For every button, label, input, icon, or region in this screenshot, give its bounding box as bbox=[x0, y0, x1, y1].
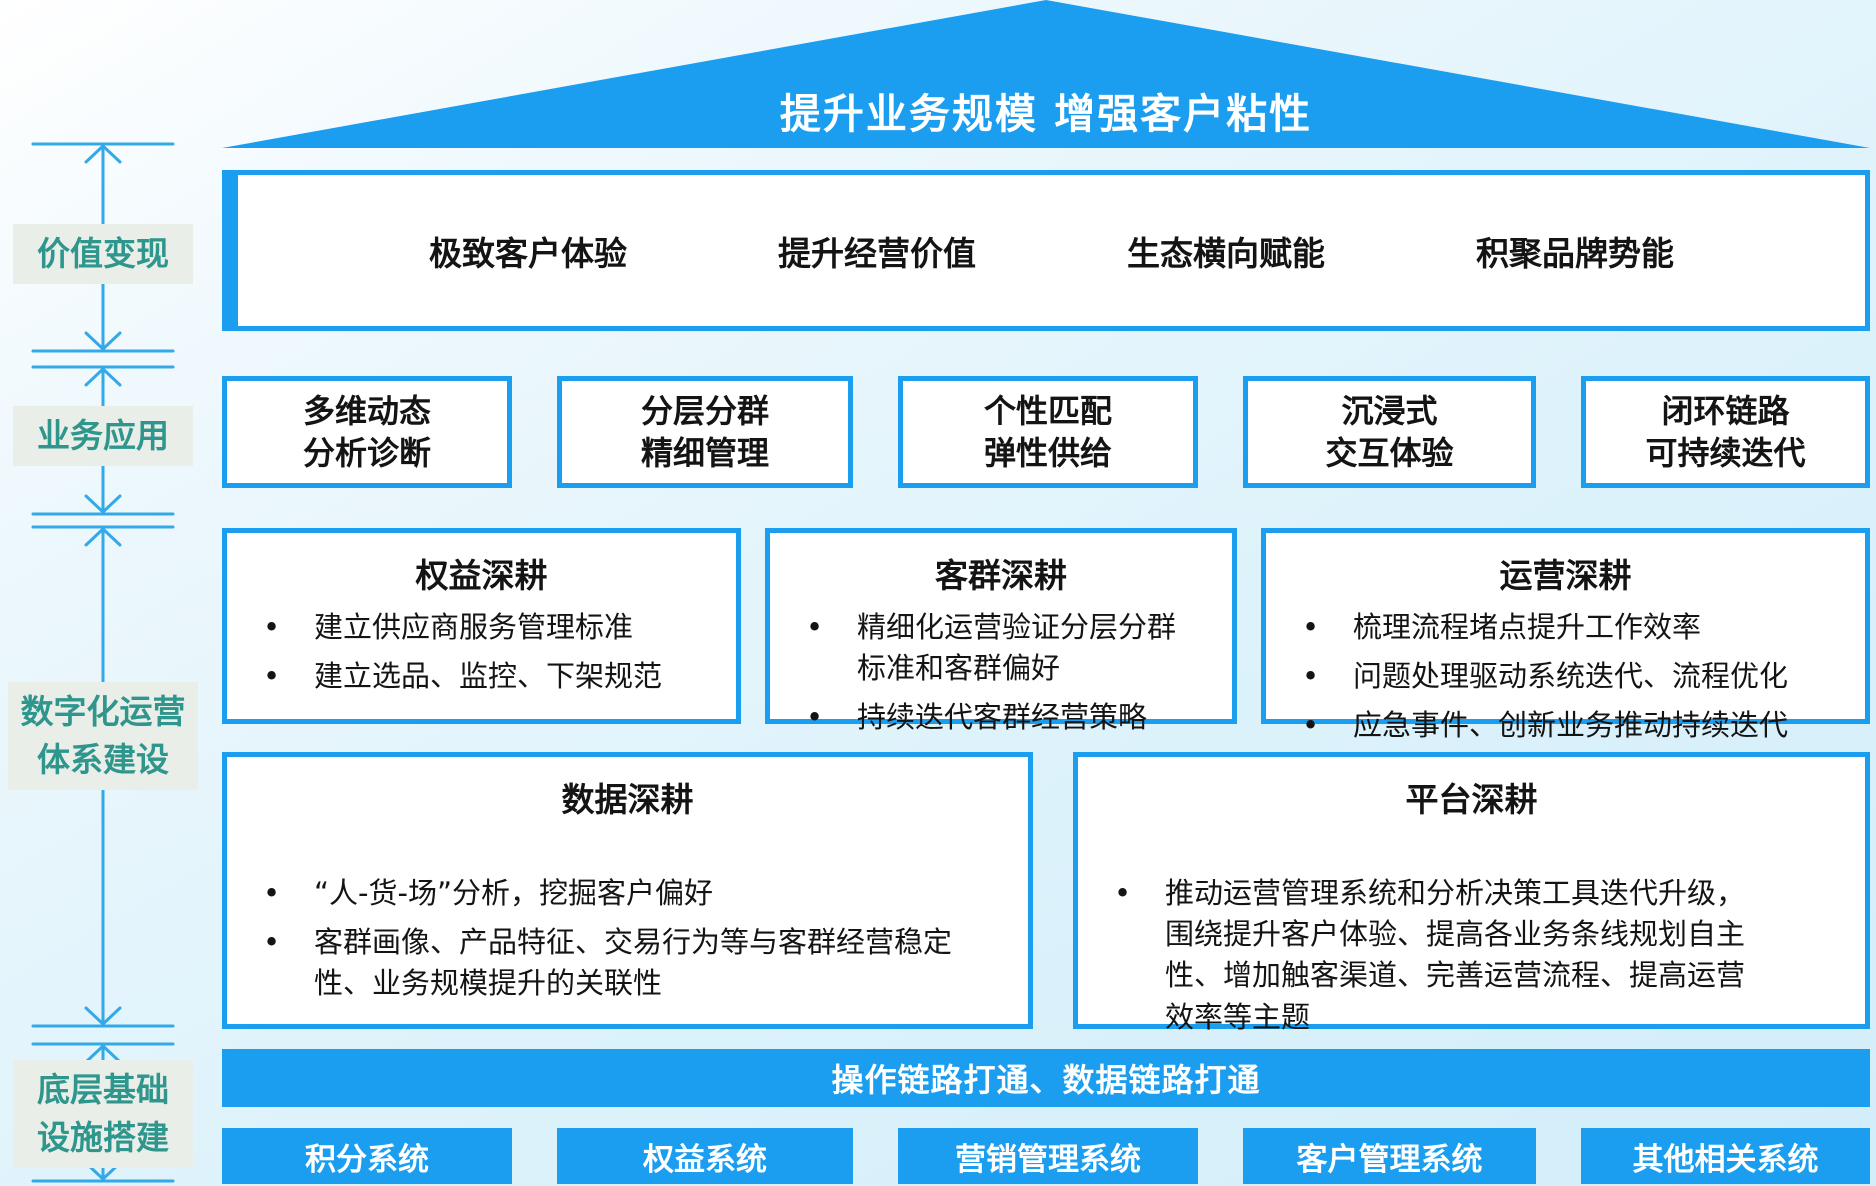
card-data-deepening: 数据深耕 “人-货-场”分析，挖掘客户偏好 客群画像、产品特征、交易行为等与客群… bbox=[222, 752, 1033, 1029]
rail-label-text: 体系建设 bbox=[37, 739, 169, 779]
card-operations-deepening: 运营深耕 梳理流程堵点提升工作效率 问题处理驱动系统迭代、流程优化 应急事件、创… bbox=[1261, 528, 1870, 747]
value-item-brand: 积聚品牌势能 bbox=[1476, 233, 1674, 273]
card-title: 平台深耕 bbox=[1405, 780, 1538, 819]
bullet-item: 建立供应商服务管理标准 bbox=[241, 607, 722, 648]
system-box-rights: 权益系统 bbox=[557, 1128, 853, 1184]
app-box-personal-matching: 个性匹配 弹性供给 bbox=[898, 376, 1198, 488]
rail-label-text: 价值变现 bbox=[37, 234, 169, 273]
bullet-item: “人-货-场”分析，挖掘客户偏好 bbox=[241, 873, 1014, 914]
card-bullet-list: 梳理流程堵点提升工作效率 问题处理驱动系统迭代、流程优化 应急事件、创新业务推动… bbox=[1280, 607, 1851, 747]
systems-row: 积分系统 权益系统 营销管理系统 客户管理系统 其他相关系统 bbox=[222, 1128, 1870, 1184]
link-bar-label: 操作链路打通、数据链路打通 bbox=[831, 1061, 1261, 1099]
app-box-line: 可持续迭代 bbox=[1645, 434, 1806, 472]
system-box-marketing: 营销管理系统 bbox=[898, 1128, 1198, 1184]
bullet-item: 问题处理驱动系统迭代、流程优化 bbox=[1280, 656, 1851, 697]
card-title: 客群深耕 bbox=[935, 556, 1067, 595]
rail-label-text: 底层基础 bbox=[37, 1070, 169, 1109]
app-box-line: 个性匹配 bbox=[983, 391, 1112, 430]
card-title: 数据深耕 bbox=[561, 780, 694, 819]
card-rights-deepening: 权益深耕 建立供应商服务管理标准 建立选品、监控、下架规范 bbox=[222, 528, 741, 724]
card-title: 运营深耕 bbox=[1499, 556, 1632, 595]
bullet-item: 客群画像、产品特征、交易行为等与客群经营稳定性、业务规模提升的关联性 bbox=[241, 922, 1014, 1004]
value-realization-box: 极致客户体验 提升经营价值 生态横向赋能 积聚品牌势能 bbox=[222, 170, 1870, 331]
card-bullet-list: 推动运营管理系统和分析决策工具迭代升级，围绕提升客户体验、提高各业务条线规划自主… bbox=[1092, 873, 1851, 1038]
value-item-customer-experience: 极致客户体验 bbox=[429, 233, 627, 273]
value-item-business-value: 提升经营价值 bbox=[778, 233, 976, 273]
value-item-ecosystem: 生态横向赋能 bbox=[1127, 233, 1325, 273]
card-bullet-list: 建立供应商服务管理标准 建立选品、监控、下架规范 bbox=[241, 607, 722, 698]
deepdive-row-1: 权益深耕 建立供应商服务管理标准 建立选品、监控、下架规范 客群深耕 精细化运营… bbox=[222, 528, 1870, 747]
bullet-item: 应急事件、创新业务推动持续迭代 bbox=[1280, 705, 1851, 746]
rail-label-digital-operations: 数字化运营 体系建设 bbox=[8, 682, 198, 790]
card-title: 权益深耕 bbox=[415, 556, 548, 595]
bullet-item: 建立选品、监控、下架规范 bbox=[241, 656, 722, 697]
app-box-immersive: 沉浸式 交互体验 bbox=[1243, 376, 1536, 488]
app-box-line: 精细管理 bbox=[640, 434, 769, 472]
bullet-item: 梳理流程堵点提升工作效率 bbox=[1280, 607, 1851, 648]
link-integration-bar: 操作链路打通、数据链路打通 bbox=[222, 1049, 1870, 1107]
double-arrow-business bbox=[31, 365, 175, 516]
app-box-dynamic-analysis: 多维动态 分析诊断 bbox=[222, 376, 512, 488]
rail-label-business-application: 业务应用 bbox=[13, 406, 193, 466]
app-box-closed-loop: 闭环链路 可持续迭代 bbox=[1581, 376, 1870, 488]
rail-label-text: 数字化运营 bbox=[20, 692, 186, 731]
system-box-label: 客户管理系统 bbox=[1296, 1141, 1483, 1178]
bullet-item: 持续迭代客群经营策略 bbox=[784, 697, 1218, 738]
system-box-label: 积分系统 bbox=[305, 1141, 429, 1178]
app-box-line: 分层分群 bbox=[640, 391, 769, 430]
rail-label-text: 业务应用 bbox=[37, 416, 169, 455]
bullet-item: 推动运营管理系统和分析决策工具迭代升级，围绕提升客户体验、提高各业务条线规划自主… bbox=[1092, 873, 1851, 1038]
app-box-line: 弹性供给 bbox=[983, 434, 1112, 472]
system-box-label: 营销管理系统 bbox=[955, 1141, 1141, 1178]
app-box-line: 分析诊断 bbox=[302, 434, 431, 472]
app-box-line: 交互体验 bbox=[1325, 434, 1454, 472]
system-box-label: 其他相关系统 bbox=[1632, 1141, 1819, 1178]
system-box-label: 权益系统 bbox=[643, 1141, 767, 1178]
card-platform-deepening: 平台深耕 推动运营管理系统和分析决策工具迭代升级，围绕提升客户体验、提高各业务条… bbox=[1073, 752, 1870, 1034]
card-bullet-list: 精细化运营验证分层分群标准和客群偏好 持续迭代客群经营策略 bbox=[784, 607, 1218, 739]
rail-label-foundation: 底层基础 设施搭建 bbox=[13, 1060, 193, 1168]
app-box-line: 闭环链路 bbox=[1661, 391, 1790, 430]
rail-label-text: 设施搭建 bbox=[37, 1117, 169, 1157]
business-application-row: 多维动态 分析诊断 分层分群 精细管理 个性匹配 弹性供给 沉浸式 交互体验 闭… bbox=[222, 376, 1870, 488]
deepdive-row-2: 数据深耕 “人-货-场”分析，挖掘客户偏好 客群画像、产品特征、交易行为等与客群… bbox=[222, 752, 1870, 1034]
card-bullet-list: “人-货-场”分析，挖掘客户偏好 客群画像、产品特征、交易行为等与客群经营稳定性… bbox=[241, 873, 1014, 1005]
system-box-other: 其他相关系统 bbox=[1581, 1128, 1870, 1184]
roof-title: 提升业务规模 增强客户粘性 bbox=[779, 90, 1313, 138]
bullet-item: 精细化运营验证分层分群标准和客群偏好 bbox=[784, 607, 1218, 689]
system-box-customer-management: 客户管理系统 bbox=[1243, 1128, 1536, 1184]
rail-label-value-realization: 价值变现 bbox=[13, 224, 193, 284]
system-box-points: 积分系统 bbox=[222, 1128, 512, 1184]
app-box-line: 多维动态 bbox=[302, 391, 431, 430]
app-box-line: 沉浸式 bbox=[1341, 391, 1438, 430]
app-box-segmentation: 分层分群 精细管理 bbox=[557, 376, 853, 488]
card-customer-group-deepening: 客群深耕 精细化运营验证分层分群标准和客群偏好 持续迭代客群经营策略 bbox=[765, 528, 1237, 739]
